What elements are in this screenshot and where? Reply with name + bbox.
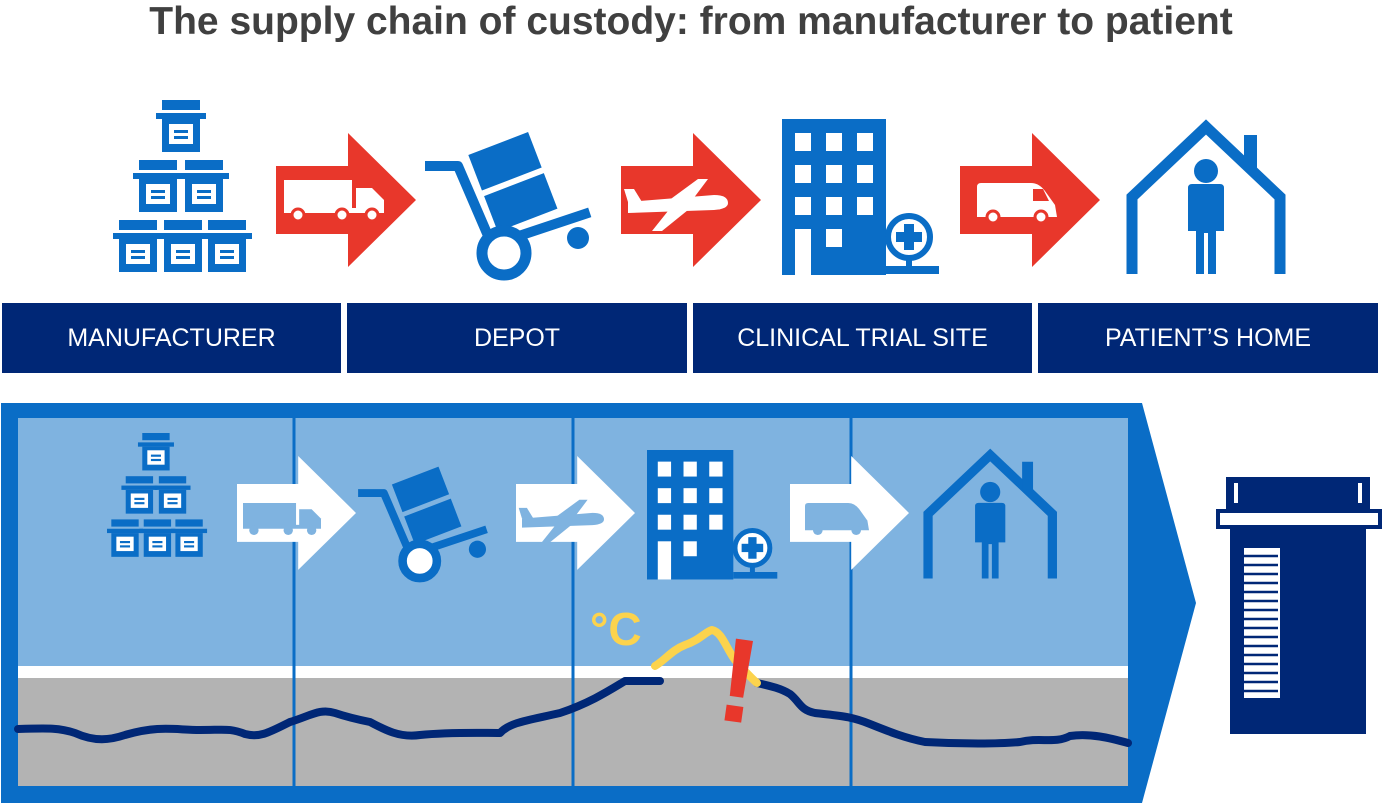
manufacturer-icon: [113, 100, 252, 272]
medication-bottle-icon: [1216, 477, 1382, 734]
clinical-site-icon: [782, 119, 939, 275]
chain-of-custody-panel: °C !: [1, 403, 1196, 803]
truck-icon-small: [243, 503, 321, 535]
celsius-label: °C: [590, 603, 642, 655]
stage-label-patients-home: PATIENT’S HOME: [1038, 303, 1378, 373]
temperature-trace: [753, 679, 1132, 748]
stage-label-depot: DEPOT: [347, 303, 687, 373]
stage-label-manufacturer: MANUFACTURER: [2, 303, 341, 373]
patient-home-icon: [1132, 127, 1280, 274]
airplane-icon-small: [518, 499, 604, 543]
depot-icon: [430, 132, 589, 275]
stage-label-clinical-trial-site: CLINICAL TRIAL SITE: [693, 303, 1032, 373]
page-title: The supply chain of custody: from manufa…: [149, 0, 1233, 43]
temperature-trace: [14, 677, 664, 744]
van-icon-small: [805, 503, 869, 535]
temperature-excursion: [651, 626, 761, 687]
